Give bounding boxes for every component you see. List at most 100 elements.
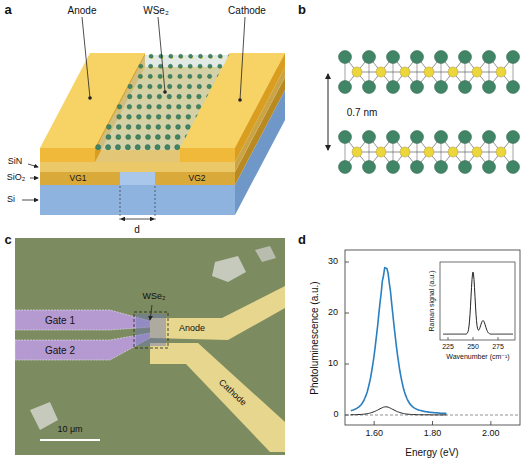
selenium-atom: [339, 131, 352, 144]
selenium-atom: [139, 64, 143, 68]
selenium-atom: [176, 104, 181, 109]
selenium-atom: [167, 104, 172, 109]
selenium-atom: [106, 135, 111, 140]
tick: [345, 415, 349, 416]
selenium-atom: [435, 51, 448, 64]
figure-label: 250: [467, 343, 479, 351]
inset-frame: [440, 262, 515, 340]
micrograph-ground: [15, 238, 285, 455]
figure-label: VG1: [69, 174, 86, 183]
tick: [374, 421, 375, 425]
flake: [30, 402, 58, 430]
micrograph: [15, 238, 285, 455]
selenium-atom: [175, 135, 180, 140]
selenium-atom: [363, 81, 376, 94]
selenium-atom: [459, 51, 472, 64]
selenium-atom: [158, 64, 162, 68]
figure-label: Si: [7, 195, 15, 205]
selenium-atom: [116, 124, 121, 129]
cathode-front: [180, 148, 235, 162]
flake: [212, 256, 246, 282]
tick: [432, 421, 433, 425]
figure-label: Photoluminescence (a.u.): [309, 281, 320, 394]
raman-curve: [443, 272, 513, 334]
wse2-flake: [136, 314, 166, 346]
selenium-atom: [339, 51, 352, 64]
selenium-atom: [168, 74, 172, 78]
selenium-atom: [165, 135, 170, 140]
selenium-atom: [146, 124, 151, 129]
figure-label: Anode: [68, 5, 97, 16]
leader-dot: [163, 90, 167, 94]
figure-label: WSe₂: [143, 292, 166, 302]
selenium-atom: [168, 64, 172, 68]
selenium-atom: [507, 131, 520, 144]
selenium-atom: [411, 161, 424, 174]
figure-label: 275: [492, 343, 504, 351]
selenium-atom: [165, 145, 170, 150]
anode-front: [40, 148, 95, 162]
tungsten-atom: [496, 147, 506, 157]
figure-label: 10: [328, 359, 338, 369]
crystal-structure: [339, 51, 520, 174]
selenium-atom: [158, 74, 162, 78]
selenium-atom: [483, 81, 496, 94]
tungsten-atom: [424, 67, 434, 77]
scale-bar: [40, 439, 100, 441]
selenium-atom: [135, 145, 140, 150]
selenium-atom: [196, 104, 201, 109]
selenium-atom: [156, 114, 161, 119]
selenium-atom: [157, 94, 162, 99]
selenium-atom: [507, 51, 520, 64]
selenium-atom: [166, 114, 171, 119]
tungsten-atom: [448, 67, 458, 77]
figure-label: 225: [442, 343, 454, 351]
selenium-atom: [411, 51, 424, 64]
leader-line: [158, 17, 165, 92]
selenium-atom: [207, 84, 211, 88]
leader-arrow: [150, 305, 152, 320]
selenium-atom: [155, 135, 160, 140]
selenium-atom: [127, 114, 132, 119]
figure-label: 1.60: [365, 429, 383, 439]
selenium-atom: [166, 124, 171, 129]
pl-curve: [351, 268, 447, 414]
selenium-atom: [177, 84, 181, 88]
selenium-atom: [147, 104, 152, 109]
selenium-atom: [177, 94, 182, 99]
selenium-atom: [187, 94, 192, 99]
selenium-atom: [198, 54, 202, 58]
selenium-atom: [176, 114, 181, 119]
selenium-atom: [147, 94, 152, 99]
si-front: [40, 185, 235, 215]
selenium-atom: [188, 74, 192, 78]
spectrum-plot: [345, 250, 520, 425]
selenium-atom: [116, 135, 121, 140]
figure-label: SiO₂: [7, 173, 26, 183]
selenium-atom: [167, 84, 171, 88]
figure-label: 1.80: [424, 429, 442, 439]
tick: [448, 337, 449, 340]
selenium-atom: [106, 145, 111, 150]
dimension-line: [121, 219, 154, 220]
leader-arrow: [28, 164, 38, 167]
selenium-atom: [387, 81, 400, 94]
selenium-atom: [387, 51, 400, 64]
selenium-atom: [459, 161, 472, 174]
selenium-atom: [208, 54, 212, 58]
selenium-atom: [189, 54, 193, 58]
selenium-atom: [187, 84, 191, 88]
selenium-atom: [186, 114, 191, 119]
figure-label: Gate 1: [45, 315, 75, 326]
selenium-atom: [159, 54, 163, 58]
selenium-atom: [125, 145, 130, 150]
selenium-atom: [218, 54, 222, 58]
selenium-atom: [459, 131, 472, 144]
sio2-front: [40, 172, 235, 185]
selenium-atom: [126, 124, 131, 129]
figure-label: VG2: [188, 174, 205, 183]
selenium-atom: [363, 51, 376, 64]
gate-electrode: [15, 333, 150, 360]
